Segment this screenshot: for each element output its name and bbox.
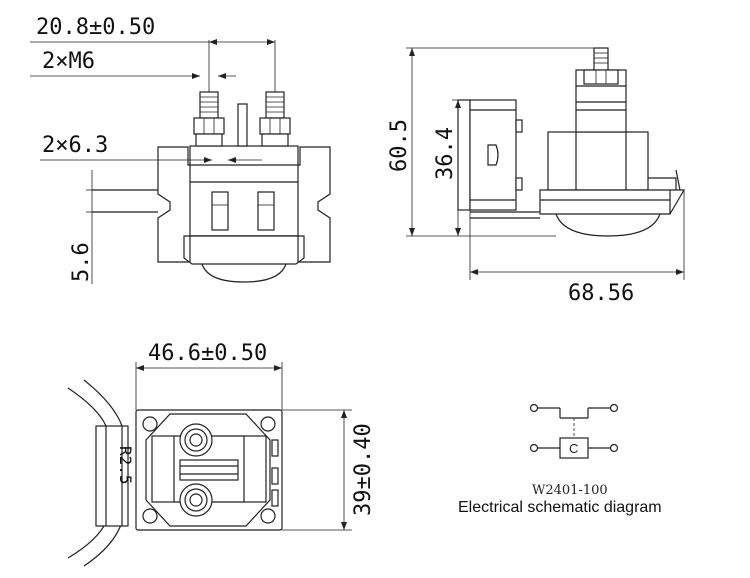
coil-label: C	[569, 441, 578, 456]
dim-tab-offset: 5.6	[69, 242, 94, 282]
dim-base-width: 46.6±0.50	[148, 341, 267, 366]
schematic-caption: Electrical schematic diagram	[458, 499, 662, 516]
dim-overall-length: 68.56	[568, 281, 634, 306]
dim-slot-radius: R2.5	[116, 446, 135, 485]
dim-tab-size: 2×6.3	[42, 133, 108, 158]
side-view: 60.5 36.4 68.56	[387, 47, 686, 306]
electrical-schematic: C W2401-100 Electrical schematic diagram	[458, 403, 662, 516]
model-number: W2401-100	[532, 483, 608, 498]
dim-terminal-spacing: 20.8±0.50	[36, 15, 155, 40]
top-view: R2.5 46.6±0.50	[67, 341, 376, 567]
dim-mount-height: 36.4	[433, 127, 458, 180]
dim-overall-height: 60.5	[387, 119, 412, 172]
front-view: 20.8±0.50 2×M6 2×6.3 5.6	[30, 15, 331, 284]
dim-base-depth: 39±0.40	[351, 423, 376, 516]
dim-stud-size: 2×M6	[42, 49, 95, 74]
